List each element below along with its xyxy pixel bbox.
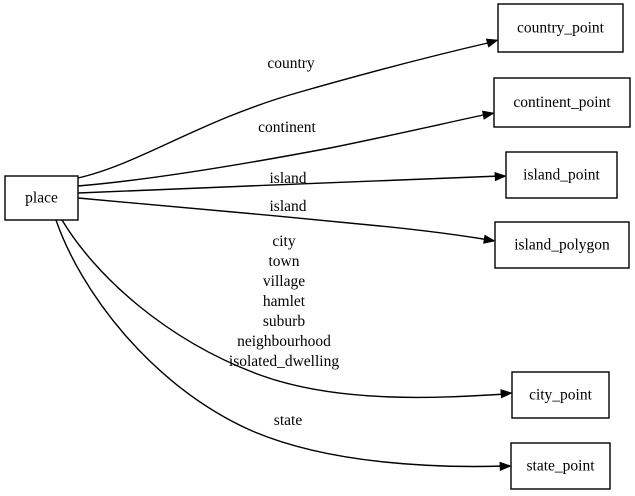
edge-place-to-continent_point — [77, 110, 495, 187]
edge-label-line: town — [269, 253, 300, 270]
node-state_point[interactable]: state_point — [510, 442, 611, 490]
edge-label-country_point: country — [267, 55, 315, 72]
edge-label-island_point: island — [269, 170, 306, 187]
edge-place-to-state_point — [55, 219, 512, 472]
arrowhead-icon — [500, 389, 513, 399]
node-island_point-box[interactable] — [505, 151, 618, 199]
edge-label-island_polygon: island — [269, 198, 306, 215]
edge-label-line: village — [263, 273, 305, 290]
edge-label-line: city — [272, 233, 295, 250]
arrowhead-icon — [485, 38, 499, 48]
edge-label-continent_point: continent — [258, 119, 316, 136]
edge-label-line: continent — [258, 119, 316, 136]
node-state_point-label: state_point — [526, 458, 595, 475]
nodes-layer: place country_point continent_point island_… — [4, 3, 631, 490]
node-place-label: place — [25, 190, 58, 207]
edge-label-state_point: state — [274, 412, 303, 429]
edge-line — [77, 197, 490, 241]
arrowhead-icon — [483, 234, 496, 244]
edge-label-line: neighbourhood — [237, 333, 331, 350]
edge-line — [77, 113, 489, 187]
arrowhead-icon — [482, 110, 495, 120]
edge-label-line: hamlet — [263, 293, 306, 310]
node-island_point-label: island_point — [523, 167, 600, 184]
node-continent_point[interactable]: continent_point — [493, 77, 631, 128]
edge-line — [77, 175, 501, 194]
edge-place-to-island_polygon — [77, 197, 496, 244]
node-city_point[interactable]: city_point — [511, 371, 610, 419]
node-continent_point-label: continent_point — [513, 94, 611, 111]
edge-label-line: suburb — [263, 313, 305, 330]
node-state_point-box[interactable] — [510, 442, 611, 490]
edge-label-city_point: city town village hamlet suburb neighbourhood… — [229, 233, 339, 370]
edge-place-to-island_point — [77, 171, 507, 194]
node-country_point-box[interactable] — [497, 3, 624, 53]
edge-place-to-country_point — [77, 38, 499, 179]
edge-line — [77, 41, 493, 179]
edge-place-to-city_point — [61, 219, 513, 399]
edge-labels-layer: country continent island island city town vill… — [229, 55, 339, 429]
edge-label-line: state — [274, 412, 303, 429]
node-place[interactable]: place — [4, 175, 79, 221]
node-island_polygon-label: island_polygon — [514, 237, 610, 254]
arrowhead-icon — [494, 171, 507, 182]
node-island_point[interactable]: island_point — [505, 151, 618, 199]
edge-label-line: country — [267, 55, 315, 72]
node-continent_point-box[interactable] — [493, 77, 631, 128]
node-island_polygon-box[interactable] — [494, 221, 630, 269]
node-city_point-box[interactable] — [511, 371, 610, 419]
edges-layer — [55, 38, 513, 472]
edge-line — [55, 219, 506, 468]
edge-label-line: island — [269, 170, 306, 187]
edge-line — [61, 219, 507, 399]
node-island_polygon[interactable]: island_polygon — [494, 221, 630, 269]
edge-label-line: isolated_dwelling — [229, 353, 339, 370]
edge-label-line: island — [269, 198, 306, 215]
node-country_point[interactable]: country_point — [497, 3, 624, 53]
node-country_point-label: country_point — [517, 20, 605, 37]
arrowhead-icon — [499, 461, 512, 472]
node-place-box[interactable] — [4, 175, 79, 221]
node-city_point-label: city_point — [529, 387, 593, 404]
